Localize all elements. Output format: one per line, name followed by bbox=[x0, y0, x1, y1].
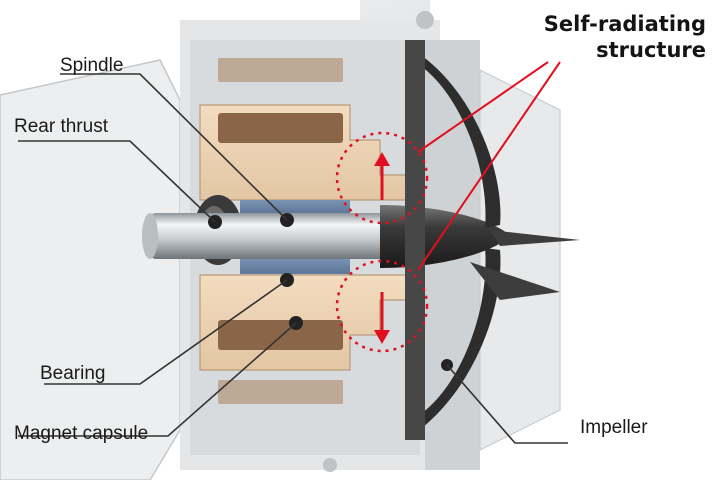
leader-lines bbox=[18, 73, 568, 444]
label-rear-thrust: Rear thrust bbox=[14, 116, 108, 137]
callout-title: Self-radiating structure bbox=[544, 12, 706, 63]
label-impeller: Impeller bbox=[580, 417, 648, 438]
title-line-2: structure bbox=[596, 37, 706, 62]
label-bearing: Bearing bbox=[40, 363, 106, 384]
impeller-blades bbox=[405, 40, 580, 440]
label-spindle: Spindle bbox=[60, 55, 124, 76]
self-radiating-highlight bbox=[335, 61, 561, 353]
title-line-1: Self-radiating bbox=[543, 12, 706, 36]
bearing-body bbox=[240, 200, 350, 274]
label-magnet-capsule: Magnet capsule bbox=[14, 423, 149, 444]
capsule-upper bbox=[199, 58, 411, 201]
